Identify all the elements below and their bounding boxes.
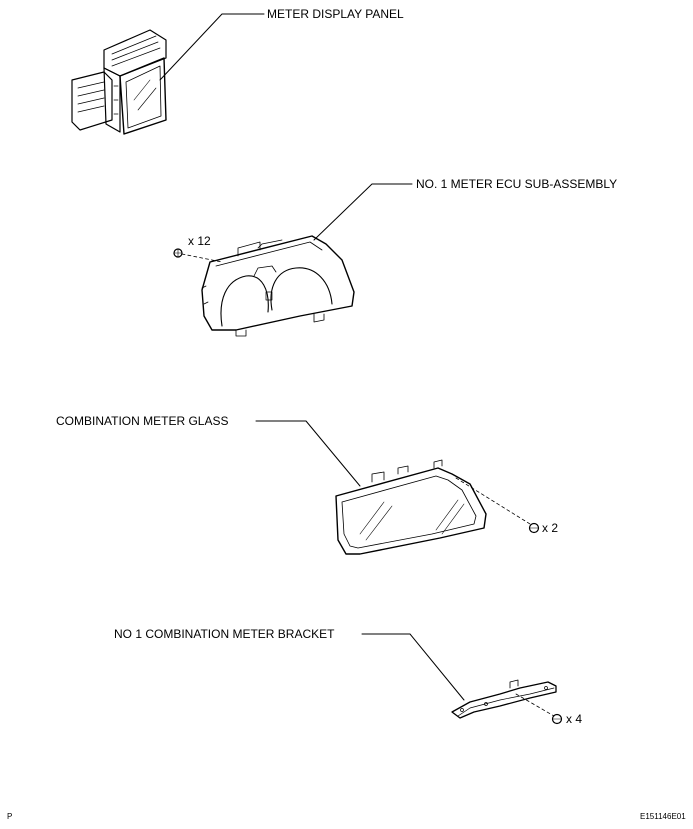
bracket-screw-icon	[551, 713, 563, 725]
meter-bracket-illustration	[361, 633, 563, 725]
meter-ecu-illustration	[173, 183, 413, 337]
meter-display-panel-leader	[159, 13, 265, 81]
meter-ecu-label: NO. 1 METER ECU SUB-ASSEMBLY	[416, 177, 618, 191]
bracket-screw-quantity: x 4	[566, 712, 583, 726]
meter-ecu-leader	[313, 183, 413, 241]
meter-display-panel-illustration	[71, 13, 265, 135]
figure-id: E151146E01	[640, 812, 686, 821]
footer-code: P	[7, 812, 13, 821]
glass-screw-icon	[528, 522, 540, 534]
ecu-screw-quantity: x 12	[188, 234, 211, 248]
glass-screw-quantity: x 2	[542, 521, 559, 535]
ecu-screw-icon	[173, 248, 183, 258]
meter-bracket-label: NO 1 COMBINATION METER BRACKET	[114, 627, 335, 641]
meter-glass-illustration	[255, 420, 540, 555]
meter-display-panel-label: METER DISPLAY PANEL	[267, 7, 404, 21]
meter-glass-label: COMBINATION METER GLASS	[56, 414, 229, 428]
meter-glass-leader	[255, 420, 361, 487]
meter-bracket-leader	[361, 633, 465, 701]
